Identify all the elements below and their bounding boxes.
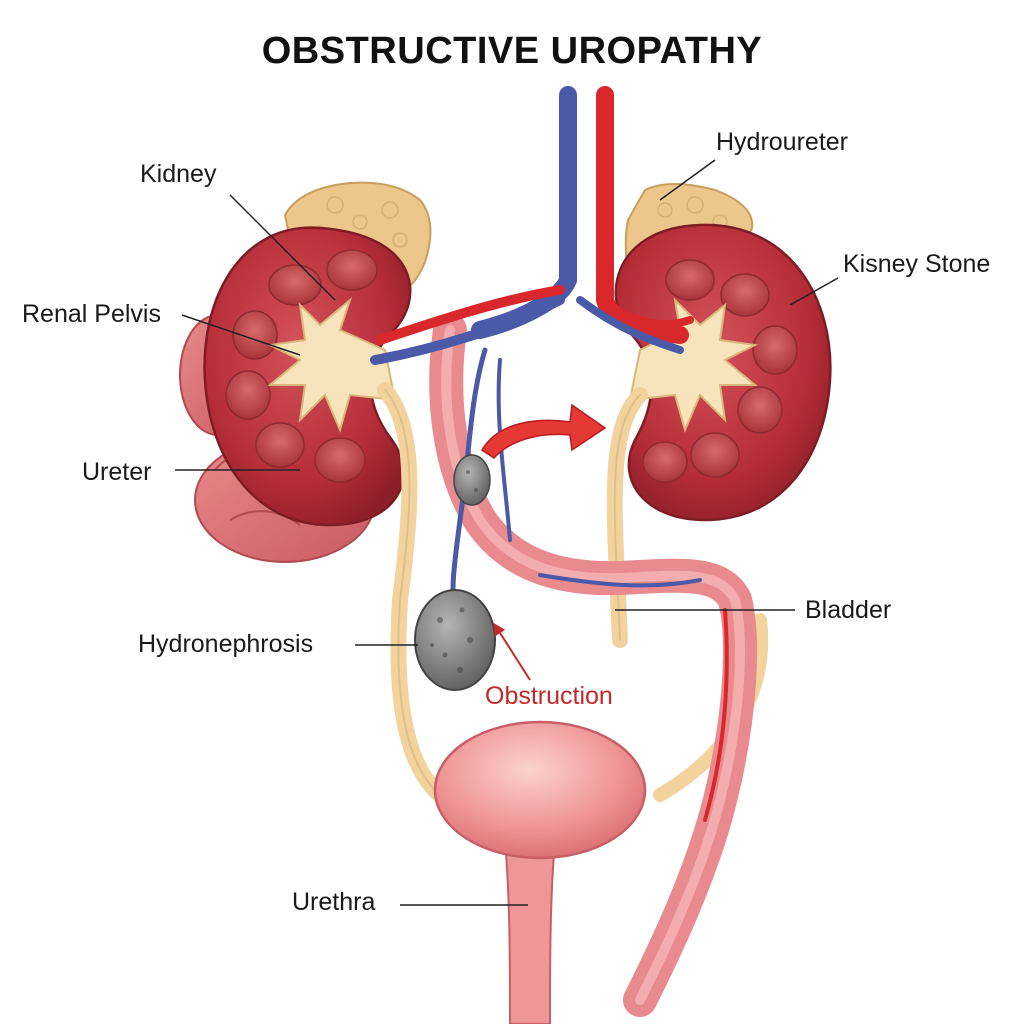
label-kidney: Kidney xyxy=(140,160,217,188)
renal-pyramids xyxy=(225,249,798,483)
label-ureter: Ureter xyxy=(82,458,152,486)
left-renal-vein xyxy=(370,295,565,365)
label-renal-pelvis: Renal Pelvis xyxy=(22,300,161,328)
flow-arrow xyxy=(480,403,607,459)
stone-texture xyxy=(430,470,478,673)
label-bladder: Bladder xyxy=(805,596,892,624)
label-urethra: Urethra xyxy=(292,888,376,916)
right-renal-vein xyxy=(576,296,684,354)
diagram-title: OBSTRUCTIVE UROPATHY xyxy=(261,30,763,72)
left-renal-pelvis xyxy=(266,296,397,433)
bladder xyxy=(433,720,647,860)
label-kidney-stone: Kisney Stone xyxy=(843,250,991,278)
label-obstruction: Obstruction xyxy=(485,682,613,710)
kidney-stone-upper xyxy=(453,454,491,506)
obstructing-stone xyxy=(414,589,496,691)
obstruction-arrow xyxy=(493,622,531,681)
left-renal-artery xyxy=(375,285,565,345)
right-renal-artery xyxy=(606,306,694,329)
label-hydronephrosis: Hydronephrosis xyxy=(138,630,314,658)
descending-vessel xyxy=(450,347,488,618)
leader-lines xyxy=(175,159,839,906)
urethra xyxy=(503,839,557,1024)
aorta xyxy=(596,86,689,344)
right-renal-pelvis xyxy=(628,297,759,433)
label-hydroureter: Hydroureter xyxy=(716,128,848,156)
